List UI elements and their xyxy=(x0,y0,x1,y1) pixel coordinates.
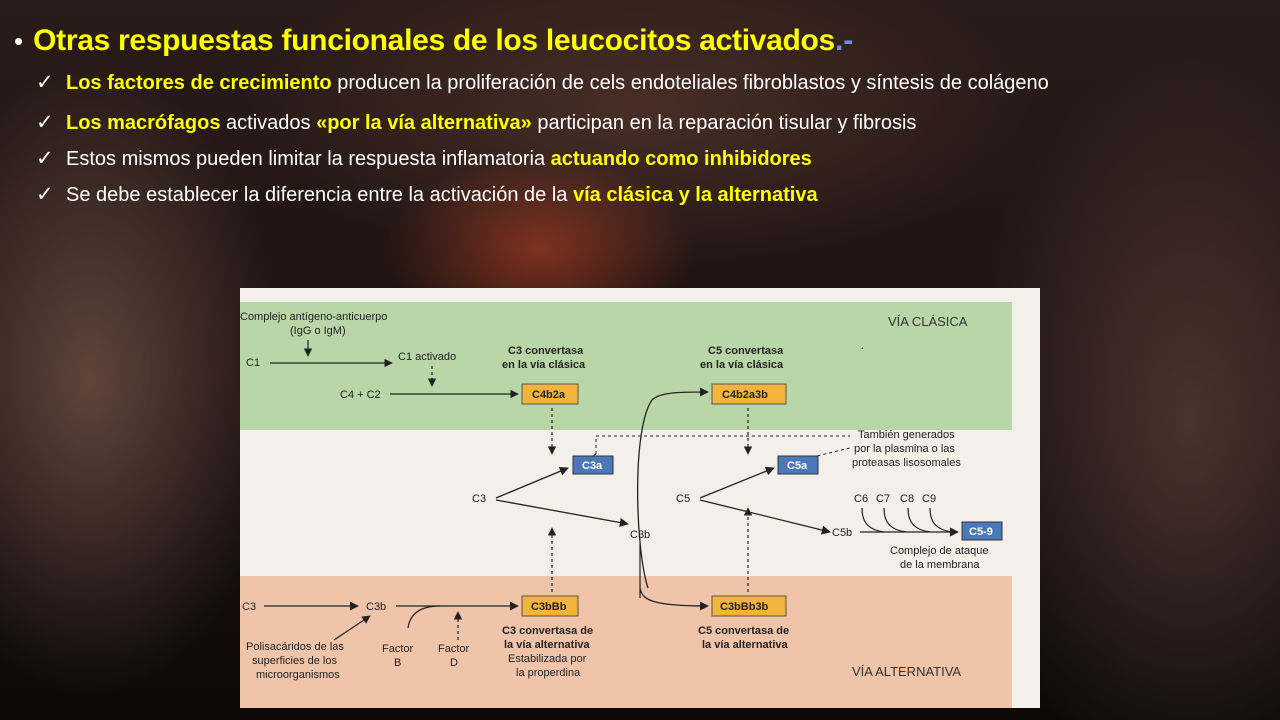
slide-title: Otras respuestas funcionales de los leuc… xyxy=(33,24,835,57)
bullet-text: Se debe establecer la diferencia entre l… xyxy=(66,182,1261,208)
c5-9-box xyxy=(961,521,1003,541)
plain-text: Estos mismos pueden limitar la respuesta… xyxy=(66,148,551,170)
c9-label: C9 xyxy=(922,493,936,505)
complex-label-sub: (IgG o IgM) xyxy=(290,325,346,337)
c3-convertase-classic-sub: en la vía clásica xyxy=(502,359,586,371)
svg-text:·: · xyxy=(860,339,865,355)
also-generated-3: proteasas lisosomales xyxy=(852,457,961,469)
c3bbb-label: C3bBb xyxy=(531,601,567,613)
bullet-text: Los factores de crecimiento producen la … xyxy=(66,70,1261,96)
factor-b-label: Factor xyxy=(382,643,414,655)
plain-text: Se debe establecer la diferencia entre l… xyxy=(66,184,573,206)
highlighted-text: «por la vía alternativa» xyxy=(316,112,532,134)
c5-convertase-classic-label: C5 convertasa xyxy=(708,345,784,357)
highlighted-text: Los macrófagos xyxy=(66,112,221,134)
c5-convertase-alt-label-1: C5 convertasa de xyxy=(698,625,789,637)
classical-pathway-band xyxy=(240,302,1012,430)
alt-c3b-label: C3b xyxy=(366,601,386,613)
c1-activated-label: C1 activado xyxy=(398,351,456,363)
c3-convertase-classic-label: C3 convertasa xyxy=(508,345,584,357)
checkmark-icon: ✓ xyxy=(36,71,54,94)
highlighted-text: Los factores de crecimiento xyxy=(66,72,332,94)
bullet-item: ✓ Los macrófagos activados «por la vía al… xyxy=(36,110,1261,136)
highlighted-text: vía clásica y la alternativa xyxy=(572,184,818,206)
c5-9-label: C5-9 xyxy=(969,526,993,538)
bullet-item: ✓ Se debe establecer la diferencia entre … xyxy=(36,182,1261,208)
classical-pathway-label: VÍA CLÁSICA xyxy=(888,314,968,329)
c4b2a-label: C4b2a xyxy=(532,389,566,401)
factor-d-label: Factor xyxy=(438,643,470,655)
also-generated-1: También generados xyxy=(858,429,955,441)
c5a-label: C5a xyxy=(787,460,808,472)
polysac-label-2: superficies de los xyxy=(252,655,337,667)
c6-label: C6 xyxy=(854,493,868,505)
diagram-svg: VÍA CLÁSICA VÍA ALTERNATIVA Complejo ant… xyxy=(240,302,1012,708)
polysac-label-1: Polisacáridos de las xyxy=(246,641,344,653)
bullet-item: ✓ Los factores de crecimiento producen la… xyxy=(36,70,1261,96)
c3-convertase-alt-label-4: la properdina xyxy=(516,667,581,679)
bullet-item: ✓ Estos mismos pueden limitar la respuest… xyxy=(36,146,1261,172)
slide-title-suffix: .- xyxy=(834,24,854,57)
plain-text: producen la proliferación de cels endote… xyxy=(331,72,1049,94)
c3-label: C3 xyxy=(472,493,486,505)
c4b2a3b-label: C4b2a3b xyxy=(722,389,768,401)
plain-text: activados xyxy=(220,112,317,134)
title-row: • Otras respuestas funcionales de los le… xyxy=(14,22,853,60)
c7-label: C7 xyxy=(876,493,890,505)
complex-label: Complejo antígeno-anticuerpo xyxy=(240,311,387,323)
c3-convertase-alt-label-3: Estabilizada por xyxy=(508,653,587,665)
checkmark-icon: ✓ xyxy=(36,111,54,134)
mac-label-2: de la membrana xyxy=(900,559,980,571)
bullet-text: Los macrófagos activados «por la vía alt… xyxy=(66,110,1261,136)
c3-convertase-alt-label-2: la vía alternativa xyxy=(504,639,590,651)
c5-convertase-alt-label-2: la vía alternativa xyxy=(702,639,788,651)
complement-pathway-diagram: VÍA CLÁSICA VÍA ALTERNATIVA Complejo ant… xyxy=(240,288,1040,708)
c3b-label: C3b xyxy=(630,529,650,541)
c5a-box xyxy=(777,455,819,475)
alternative-pathway-band xyxy=(240,576,1012,708)
c3a-label: C3a xyxy=(582,460,603,472)
plain-text: participan en la reparación tisular y fi… xyxy=(531,112,917,134)
also-generated-2: por la plasmina o las xyxy=(854,443,955,455)
polysac-label-3: microorganismos xyxy=(256,669,340,681)
c8-label: C8 xyxy=(900,493,914,505)
c5-convertase-classic-sub: en la vía clásica xyxy=(700,359,784,371)
highlighted-text: actuando como inhibidores xyxy=(550,148,812,170)
c4b2a3b-box xyxy=(711,383,787,405)
c5-label: C5 xyxy=(676,493,690,505)
c4-c2-label: C4 + C2 xyxy=(340,389,381,401)
c1-label: C1 xyxy=(246,357,260,369)
checkmark-icon: ✓ xyxy=(36,147,54,170)
bullet-text: Estos mismos pueden limitar la respuesta… xyxy=(66,146,1261,172)
c5b-label: C5b xyxy=(832,527,852,539)
c3bbb3b-box xyxy=(711,595,787,617)
bullet-icon: • xyxy=(14,26,24,56)
factor-b-letter: B xyxy=(394,657,401,669)
alternative-pathway-label: VÍA ALTERNATIVA xyxy=(852,664,961,679)
c3-convertase-alt-label-1: C3 convertasa de xyxy=(502,625,593,637)
factor-d-letter: D xyxy=(450,657,458,669)
mac-label-1: Complejo de ataque xyxy=(890,545,988,557)
alt-c3-label: C3 xyxy=(242,601,256,613)
checkmark-icon: ✓ xyxy=(36,183,54,206)
c4b2a-box xyxy=(521,383,579,405)
bullet-list: ✓ Los factores de crecimiento producen la… xyxy=(36,70,1261,218)
c3bbb3b-label: C3bBb3b xyxy=(720,601,769,613)
c3bbb-box xyxy=(521,595,579,617)
c3a-box xyxy=(572,455,614,475)
